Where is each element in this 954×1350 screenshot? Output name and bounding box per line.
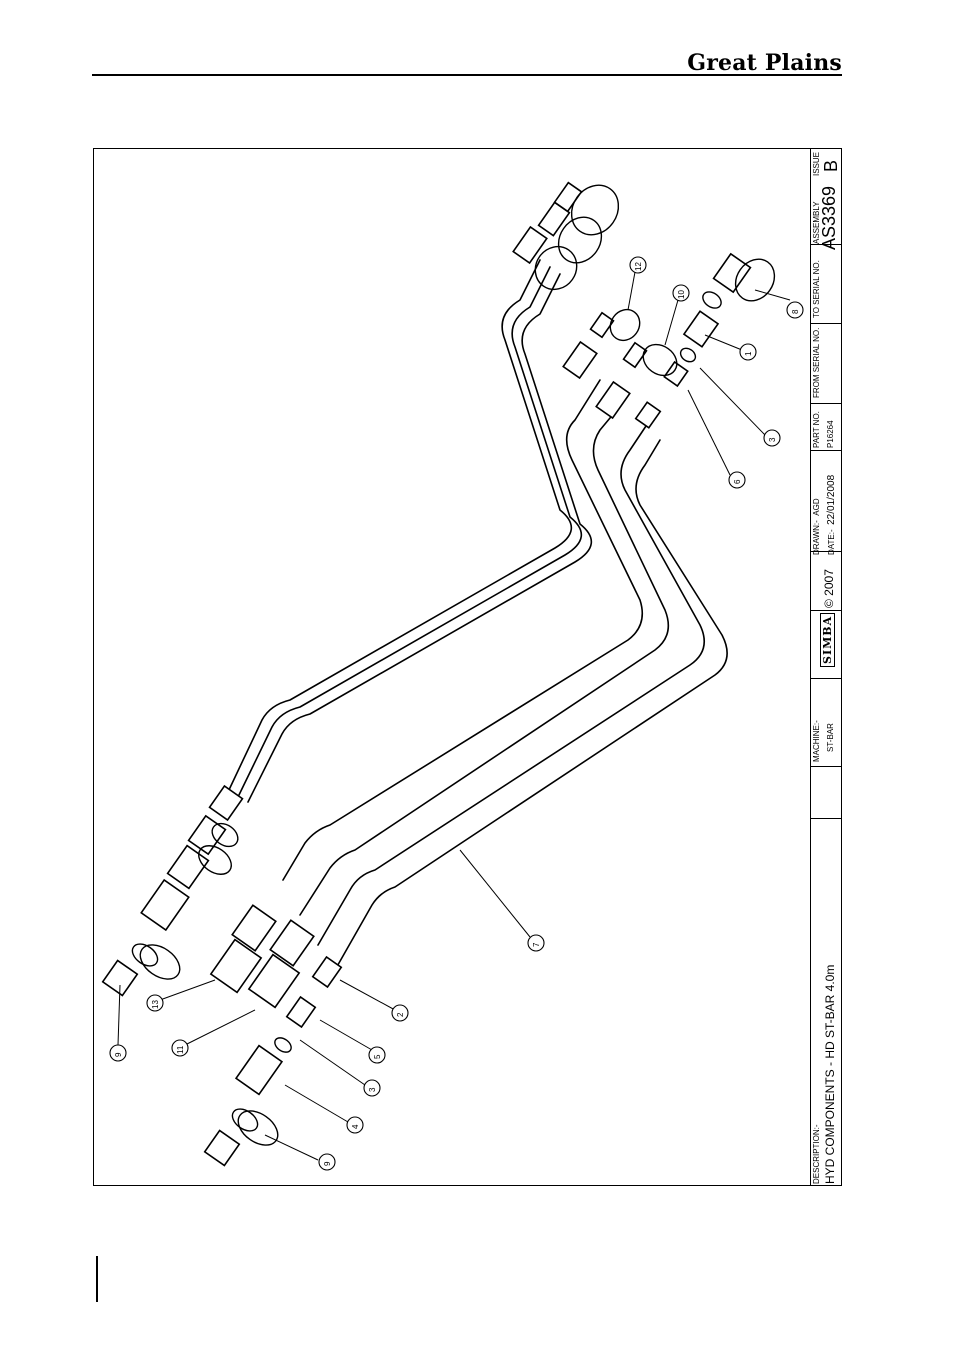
callout-12: 12: [634, 262, 643, 271]
leader-9b: [265, 1135, 318, 1160]
leader-1: [705, 335, 742, 350]
date-label: DATE:- 22/01/2008: [826, 475, 837, 555]
description-value: HYD COMPONENTS - HD ST-BAR 4.0m: [823, 965, 837, 1184]
leader-5: [320, 1020, 372, 1050]
part-no-value: P16264: [826, 420, 835, 448]
callout-6: 6: [733, 480, 742, 484]
callout-10: 10: [677, 290, 686, 299]
callout-2: 2: [396, 1013, 405, 1017]
leader-11: [185, 1010, 255, 1045]
part-no-label: PART NO.: [812, 411, 821, 448]
machine-label: MACHINE:-: [812, 720, 821, 762]
machine-value: ST-BAR: [826, 723, 835, 752]
leader-3a: [300, 1040, 365, 1085]
leader-10: [665, 300, 678, 345]
leader-12: [628, 272, 635, 310]
issue-label: ISSUE: [812, 152, 821, 176]
hose-lower-b: [300, 400, 668, 915]
hose-upper-c: [248, 274, 591, 802]
leader-6: [688, 390, 730, 475]
leader-3b: [700, 368, 765, 435]
assembly-value: AS3369: [819, 186, 840, 250]
margin-bar: [96, 1256, 98, 1302]
simba-logo: SIMBA: [818, 613, 836, 667]
callout-3: 3: [368, 1088, 377, 1092]
hose-lower-d: [335, 440, 727, 970]
callout-13: 13: [151, 1000, 160, 1009]
to-serial-label: TO SERIAL NO.: [812, 260, 821, 318]
hose-lower-a: [283, 380, 642, 880]
callout-11: 11: [176, 1046, 185, 1054]
callout-3: 3: [768, 438, 777, 442]
hose-lower-c: [318, 420, 704, 945]
description-label: DESCRIPTION:-: [812, 1124, 821, 1184]
callout-5: 5: [373, 1055, 382, 1059]
leader-4: [285, 1085, 348, 1122]
issue-value: B: [821, 160, 842, 172]
drawn-label: DRAWN:- AGD: [812, 498, 821, 555]
hose-upper-b: [238, 267, 581, 797]
callout-8: 8: [791, 310, 800, 314]
leader-2: [340, 980, 395, 1010]
callout-9: 9: [114, 1053, 123, 1057]
leader-7: [460, 850, 530, 937]
callout-4: 4: [351, 1125, 360, 1129]
callout-9: 9: [323, 1162, 332, 1166]
callout-1: 1: [744, 352, 753, 356]
callout-7: 7: [532, 943, 541, 947]
leader-13: [160, 980, 215, 1000]
from-serial-label: FROM SERIAL NO.: [812, 328, 821, 398]
hose-upper-a: [228, 260, 571, 792]
copyright: © 2007: [822, 569, 836, 608]
